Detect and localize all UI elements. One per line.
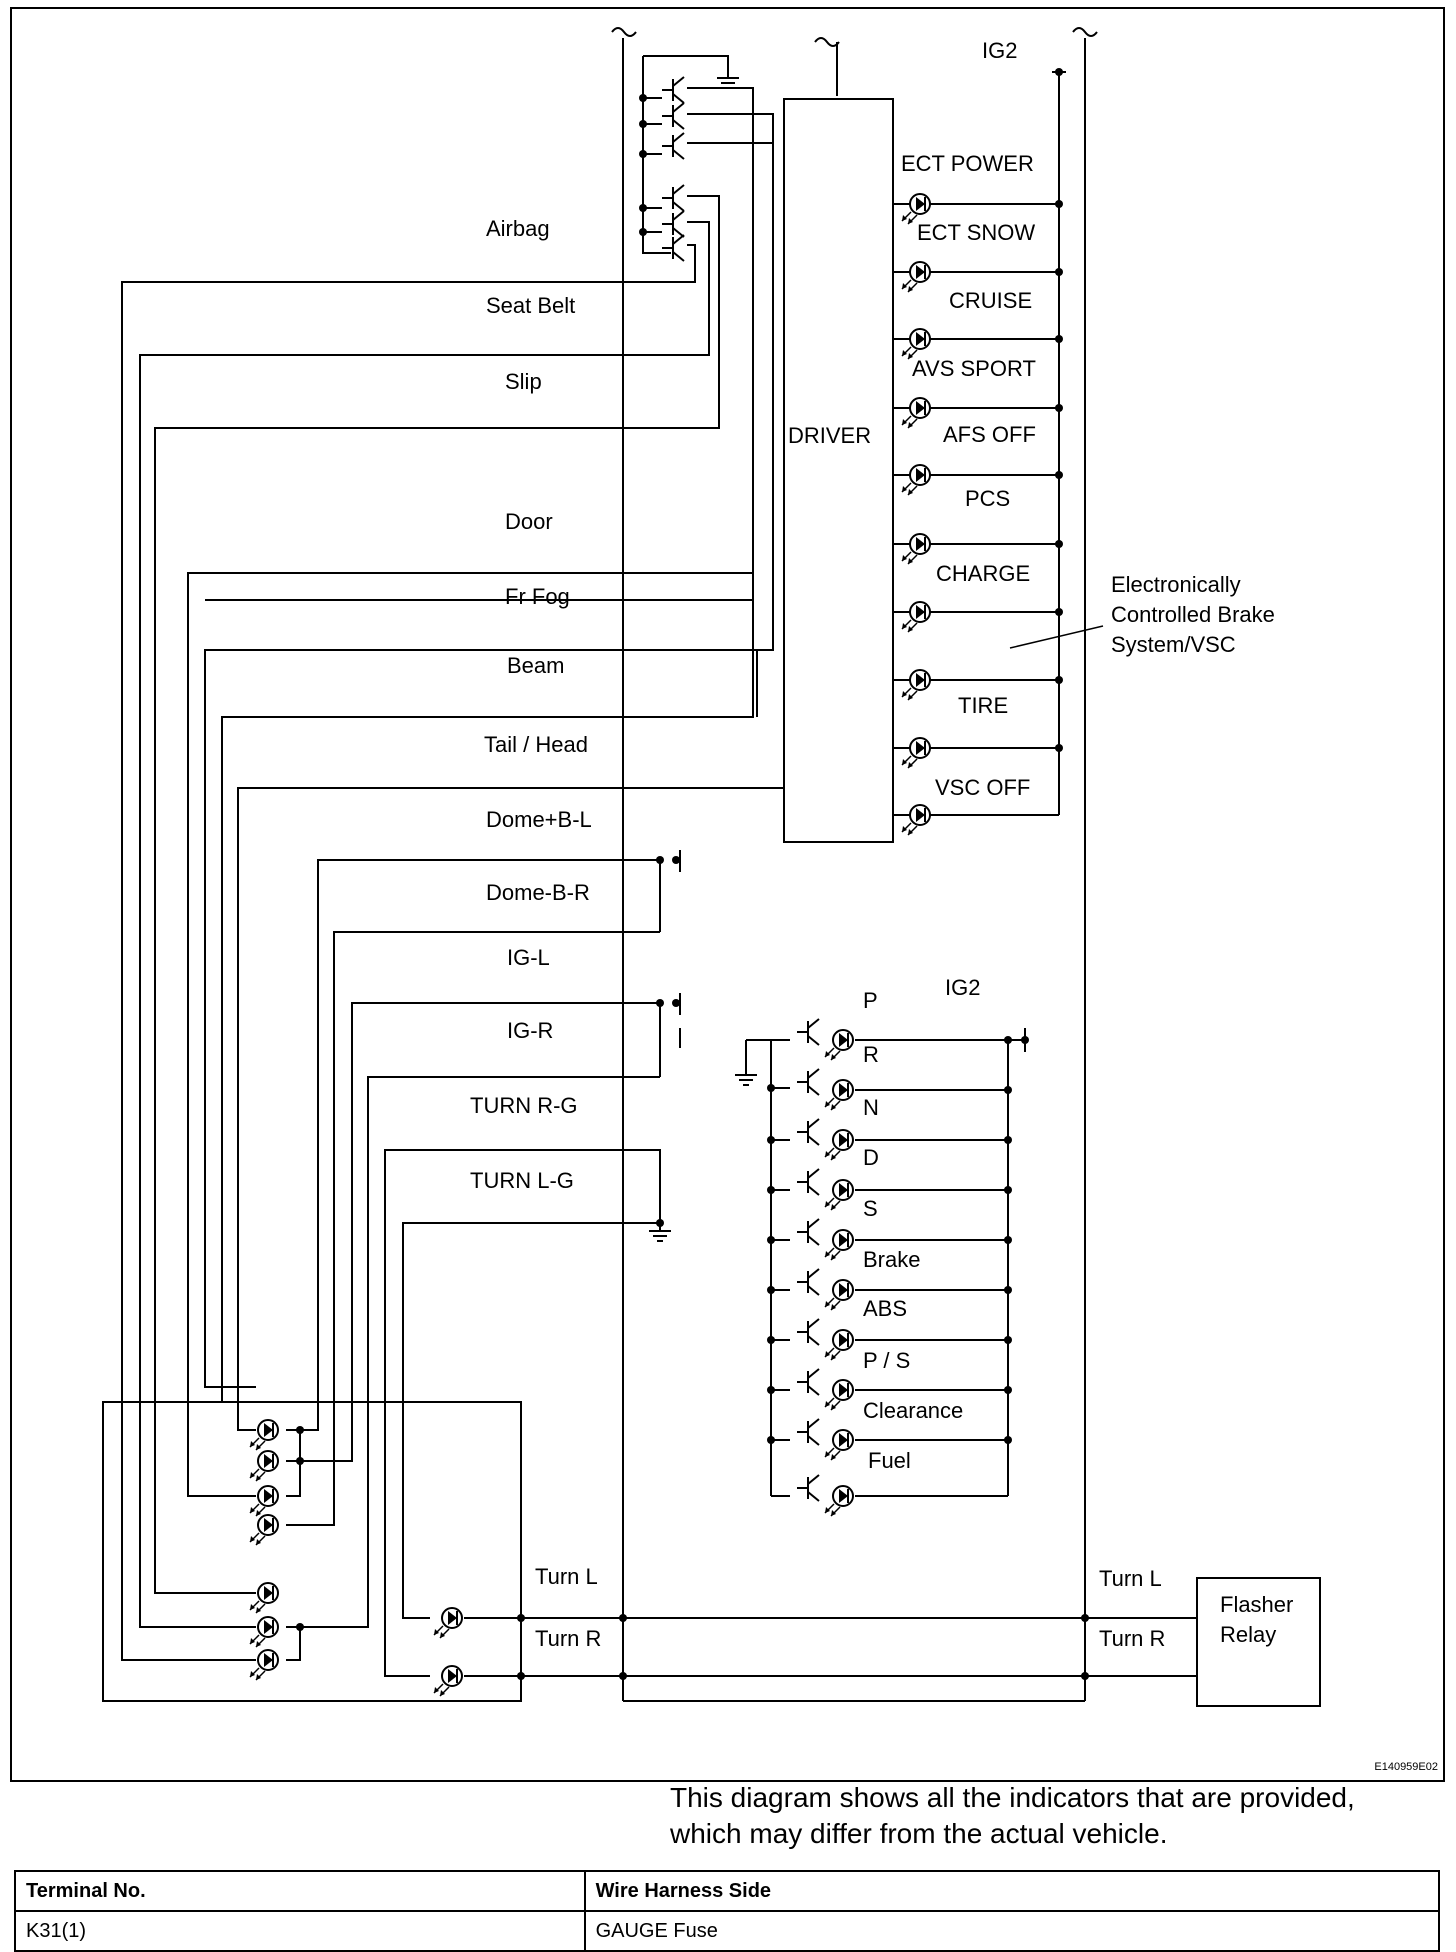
left-box-led-icons	[249, 1419, 463, 1697]
label-charge: CHARGE	[936, 561, 1030, 586]
flasher-label: Flasher	[1220, 1592, 1293, 1617]
label-pcs: PCS	[965, 486, 1010, 511]
brake-note-line1: Electronically	[1111, 572, 1241, 597]
gear-label-fuel: Fuel	[868, 1448, 911, 1473]
indicator-led-icon	[901, 193, 931, 836]
label-seat-belt: Seat Belt	[486, 293, 575, 318]
label-dome-b-l: Dome+B-L	[486, 807, 592, 832]
diagram-note: This diagram shows all the indicators th…	[670, 1780, 1450, 1852]
flasher-relay-box	[1196, 1577, 1321, 1707]
left-indicator-box	[102, 1401, 522, 1702]
header-wire-harness-side: Wire Harness Side	[583, 1870, 1441, 1912]
gear-label-abs: ABS	[863, 1296, 907, 1321]
label-afs-off: AFS OFF	[943, 422, 1036, 447]
wiring-diagram: IG2 DRIVER Airbag Seat Belt Slip Door Fr…	[10, 7, 1445, 1782]
label-tail-head: Tail / Head	[484, 732, 588, 757]
label-ect-snow: ECT SNOW	[917, 220, 1035, 245]
table-row: K31(1) GAUGE Fuse	[14, 1910, 1441, 1952]
turn-l-left-label: Turn L	[535, 1564, 598, 1589]
label-cruise: CRUISE	[949, 288, 1032, 313]
ig2-top-label: IG2	[982, 38, 1017, 63]
cell-terminal: K31(1)	[14, 1910, 586, 1952]
gear-indicator-icons	[796, 1018, 854, 1517]
label-beam: Beam	[507, 653, 564, 678]
label-dome-b-r: Dome-B-R	[486, 880, 590, 905]
label-turn-r-g: TURN R-G	[470, 1093, 578, 1118]
turn-r-right-label: Turn R	[1099, 1626, 1165, 1651]
gear-label-p: P	[863, 988, 878, 1013]
gear-label-n: N	[863, 1095, 879, 1120]
note-line-2: which may differ from the actual vehicle…	[670, 1818, 1168, 1849]
gear-label-r: R	[863, 1042, 879, 1067]
turn-l-right-label: Turn L	[1099, 1566, 1162, 1591]
brake-note-line3: System/VSC	[1111, 632, 1236, 657]
gear-label-d: D	[863, 1145, 879, 1170]
label-turn-l-g: TURN L-G	[470, 1168, 574, 1193]
brake-note-line2: Controlled Brake	[1111, 602, 1275, 627]
label-fr-fog: Fr Fog	[505, 584, 570, 609]
figure-code: E140959E02	[1374, 1761, 1438, 1773]
label-door: Door	[505, 509, 553, 534]
gear-label-ps: P / S	[863, 1348, 910, 1373]
label-airbag: Airbag	[486, 216, 550, 241]
label-slip: Slip	[505, 369, 542, 394]
label-avs-sport: AVS SPORT	[912, 356, 1036, 381]
cell-harness: GAUGE Fuse	[583, 1910, 1441, 1952]
driver-box	[783, 98, 894, 843]
table-header-row: Terminal No. Wire Harness Side	[14, 1870, 1441, 1912]
note-line-1: This diagram shows all the indicators th…	[670, 1782, 1355, 1813]
label-ect-power: ECT POWER	[901, 151, 1034, 176]
label-ig-l: IG-L	[507, 945, 550, 970]
relay-label: Relay	[1220, 1622, 1276, 1647]
label-tire: TIRE	[958, 693, 1008, 718]
header-terminal-no: Terminal No.	[14, 1870, 586, 1912]
driver-label: DRIVER	[788, 423, 871, 448]
label-ig-r: IG-R	[507, 1018, 553, 1043]
ig2-bottom-label: IG2	[945, 975, 980, 1000]
terminal-table: Terminal No. Wire Harness Side K31(1) GA…	[14, 1870, 1441, 1952]
left-right-bus	[622, 38, 1086, 1701]
gear-label-brake: Brake	[863, 1247, 920, 1272]
turn-r-left-label: Turn R	[535, 1626, 601, 1651]
transistor-icon	[661, 76, 685, 262]
diagram-frame	[10, 7, 1445, 1782]
gear-label-s: S	[863, 1196, 878, 1221]
label-vsc-off: VSC OFF	[935, 775, 1030, 800]
gear-label-clearance: Clearance	[863, 1398, 963, 1423]
